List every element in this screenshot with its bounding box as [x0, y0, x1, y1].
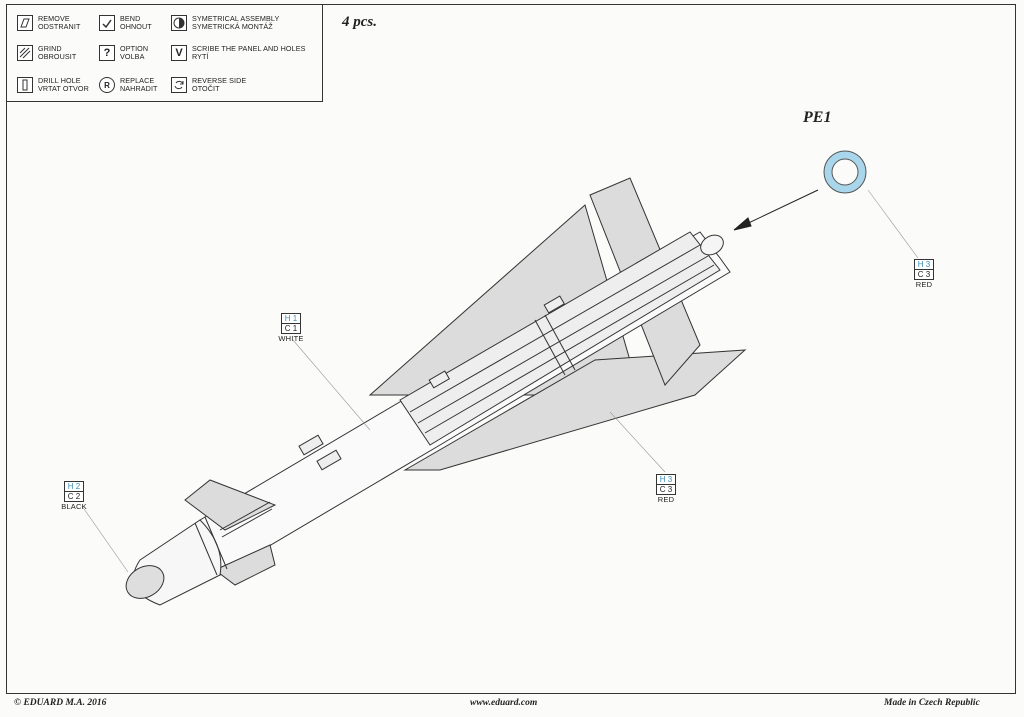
footer-copyright: © EDUARD M.A. 2016 — [14, 698, 107, 708]
legend-replace-cz: NAHRADIT — [120, 84, 158, 93]
paint-c-code: C 3 — [917, 270, 931, 279]
paint-name: RED — [915, 280, 933, 289]
legend-bend-en: BEND — [120, 14, 141, 23]
legend-option-en: OPTION — [120, 44, 149, 53]
legend-symmetrical-cz: SYMETRICKÁ MONTÁŽ — [192, 22, 273, 31]
replace-glyph: R — [104, 80, 110, 90]
nozzle — [700, 234, 724, 256]
legend-remove-en: REMOVE — [38, 14, 70, 23]
scribe-icon: V — [171, 45, 187, 61]
forward-fin-top — [184, 479, 277, 531]
legend-grind-cz: OBROUSIT — [38, 52, 77, 61]
quantity-label: 4 pcs. — [342, 14, 377, 30]
grind-icon — [17, 45, 33, 61]
paint-name: BLACK — [61, 502, 87, 511]
legend-replace-en: REPLACE — [120, 76, 155, 85]
legend-remove-cz: ODSTRANIT — [38, 22, 81, 31]
legend-bend-cz: OHNOUT — [120, 22, 152, 31]
footer-made-in: Made in Czech Republic — [884, 698, 980, 708]
lower-fin — [403, 349, 747, 471]
paint-h-code: H 2 — [65, 482, 83, 492]
paint-h-code: H 1 — [282, 314, 300, 324]
nose-tip — [125, 565, 165, 599]
engine-section — [399, 231, 721, 446]
legend-drill-en: DRILL HOLE — [38, 76, 81, 85]
legend-reverse-cz: OTOČIT — [192, 84, 220, 93]
drill-hole-icon — [17, 77, 33, 93]
remove-icon — [17, 15, 33, 31]
bend-icon — [99, 15, 115, 31]
legend-scribe-en: SCRIBE THE PANEL AND HOLES — [192, 44, 306, 53]
legend-option-cz: VOLBA — [120, 52, 145, 61]
paint-name: WHITE — [278, 334, 304, 343]
paint-c-code: C 3 — [659, 485, 673, 494]
forward-fin-bottom — [214, 544, 276, 586]
footer-website[interactable]: www.eduard.com — [470, 698, 538, 708]
paint-name: RED — [657, 495, 675, 504]
paint-c-code: C 2 — [67, 492, 81, 501]
option-icon: ? — [99, 45, 115, 61]
replace-icon: R — [99, 77, 115, 93]
legend-grind-en: GRIND — [38, 44, 62, 53]
part-number-label: PE1 — [803, 109, 832, 126]
paint-h-code: H 3 — [657, 475, 675, 485]
paint-c-code: C 1 — [284, 324, 298, 333]
legend-scribe-cz: RYTÍ — [192, 52, 209, 61]
sheet-frame — [6, 4, 1016, 694]
symmetrical-assembly-icon — [171, 15, 187, 31]
paint-h-code: H 3 — [915, 260, 933, 270]
legend-reverse-en: REVERSE SIDE — [192, 76, 247, 85]
legend-symmetrical-en: SYMETRICAL ASSEMBLY — [192, 14, 280, 23]
reverse-side-icon — [171, 77, 187, 93]
legend-drill-cz: VRTAT OTVOR — [38, 84, 89, 93]
